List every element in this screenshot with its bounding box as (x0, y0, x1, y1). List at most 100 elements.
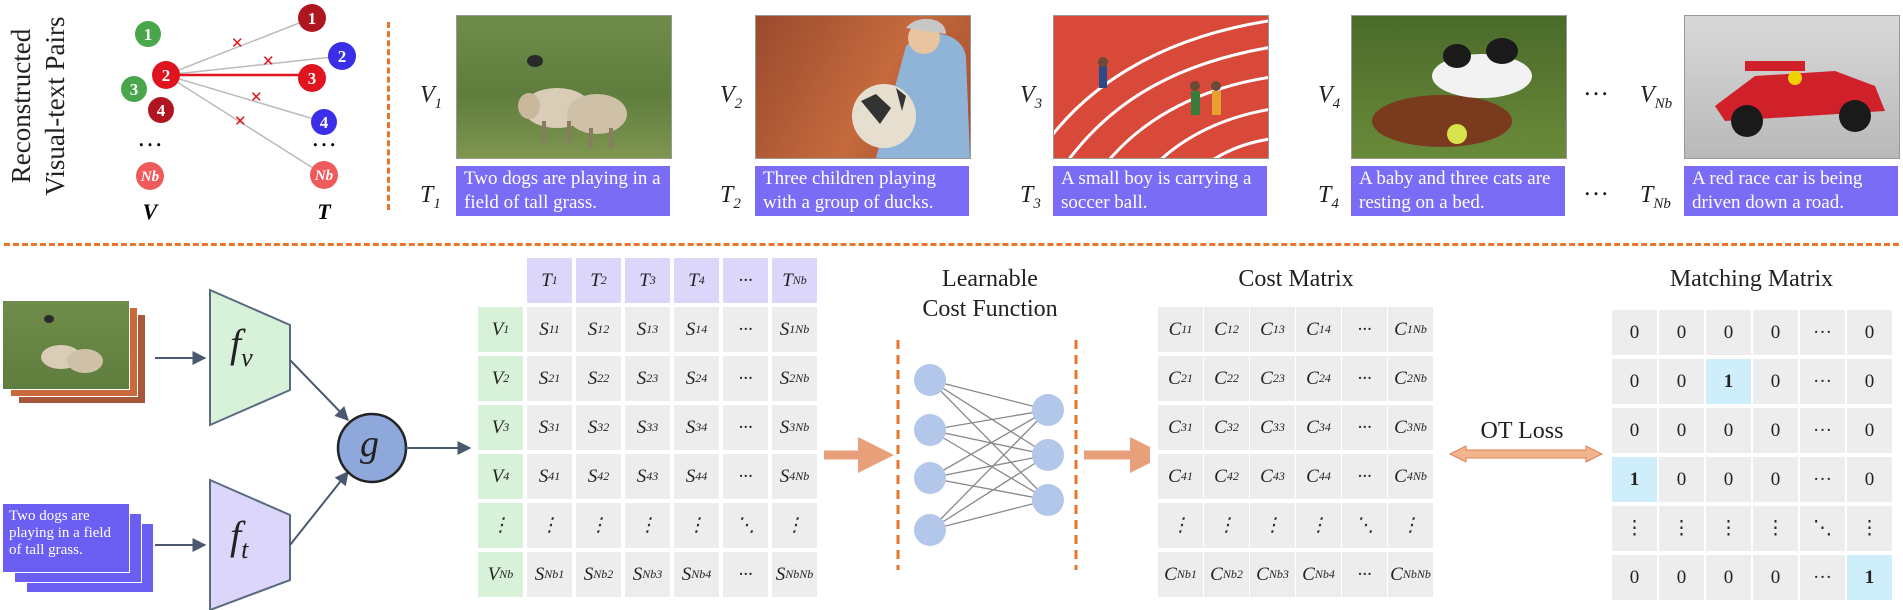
t-node-3 (298, 64, 326, 92)
nn-input-node (914, 364, 946, 396)
cost-cell: ⋮ (1296, 503, 1341, 548)
t-node-3-label: 3 (308, 69, 317, 88)
child-ball-image (852, 18, 970, 158)
match-cell: 0 (1847, 310, 1892, 355)
pair-2-caption: Three children playing with a group of d… (755, 166, 969, 216)
match-cell: ··· (1800, 555, 1845, 600)
sim-cell: ··· (723, 454, 768, 499)
nn-output-node (1032, 439, 1064, 471)
v-node-nb (136, 162, 164, 190)
t-node-1 (298, 4, 326, 32)
match-cell: 0 (1847, 359, 1892, 404)
pair-4-image (1351, 15, 1567, 159)
match-cell: 0 (1847, 457, 1892, 502)
svg-text:✕: ✕ (250, 89, 263, 106)
match-cell: ⋮ (1659, 506, 1704, 551)
match-cell: 0 (1753, 310, 1798, 355)
match-cell: 0 (1612, 310, 1657, 355)
bipartite-graph: ✕ ✕ ✕ ✕ 1 2 3 4 … Nb V 1 2 3 4 … Nb T (121, 4, 356, 224)
match-cell: ⋮ (1706, 506, 1751, 551)
t-node-4 (311, 109, 337, 135)
match-cell: 1 (1847, 555, 1892, 600)
pair-nb-t-label: TNb (1640, 182, 1671, 212)
sheep-image (518, 55, 627, 148)
v-node-1-label: 1 (144, 25, 153, 44)
nn-input-node (914, 462, 946, 494)
ot-loss-arrow (1448, 445, 1604, 463)
sim-cell: ⋮ (576, 503, 621, 548)
pair-1-t-label: T1 (420, 182, 441, 212)
g-label: g (360, 423, 379, 465)
text-card-front: Two dogs are playing in a field of tall … (2, 503, 130, 573)
sim-row-header: ⋮ (478, 503, 523, 548)
fv-encoder (209, 288, 291, 427)
v-node-2-label: 2 (162, 66, 171, 85)
match-cell: 0 (1659, 408, 1704, 453)
side-title-line2: Visual-text Pairs (40, 16, 70, 196)
v-node-4 (148, 97, 174, 123)
pair-2-image (755, 15, 971, 159)
track-image (1054, 19, 1268, 158)
t-node-2-label: 2 (338, 47, 347, 66)
cost-cell: ··· (1342, 356, 1387, 401)
cost-cell: ⋮ (1388, 503, 1433, 548)
match-cell: 0 (1706, 408, 1751, 453)
t-node-4-label: 4 (320, 113, 329, 132)
match-cell: 0 (1753, 457, 1798, 502)
text-stack: Two dogs are playing in a field of tall … (2, 503, 162, 599)
v-node-nb-label: Nb (140, 169, 160, 185)
ot-loss-label: OT Loss (1480, 418, 1564, 444)
nn-input-node (914, 414, 946, 446)
pair-2-v-label: V2 (720, 82, 743, 112)
pair-1-v-label: V1 (420, 82, 443, 112)
cost-cell: ⋮ (1204, 503, 1249, 548)
pair-1-image (456, 15, 672, 159)
match-cell: 0 (1847, 408, 1892, 453)
image-stack (2, 300, 152, 410)
sim-cell: ⋮ (625, 503, 670, 548)
match-cell: 0 (1659, 555, 1704, 600)
nn-output-node (1032, 394, 1064, 426)
v-node-3-label: 3 (130, 80, 139, 99)
sim-cell: ⋮ (674, 503, 719, 548)
match-cell: 0 (1706, 310, 1751, 355)
pair-2-t-label: T2 (720, 182, 741, 212)
t-node-nb-label: Nb (314, 168, 334, 184)
match-cell: 0 (1612, 555, 1657, 600)
dogs-image (1372, 38, 1532, 147)
nn-output-node (1032, 484, 1064, 516)
sim-cell: ⋮ (527, 503, 572, 548)
side-title: Reconstructed Visual-text Pairs (4, 0, 72, 226)
cost-cell: ⋱ (1342, 503, 1387, 548)
match-cell: 0 (1753, 408, 1798, 453)
cost-matrix-title: Cost Matrix (1238, 266, 1354, 292)
match-cell: ⋮ (1847, 506, 1892, 551)
match-cell: 0 (1659, 359, 1704, 404)
